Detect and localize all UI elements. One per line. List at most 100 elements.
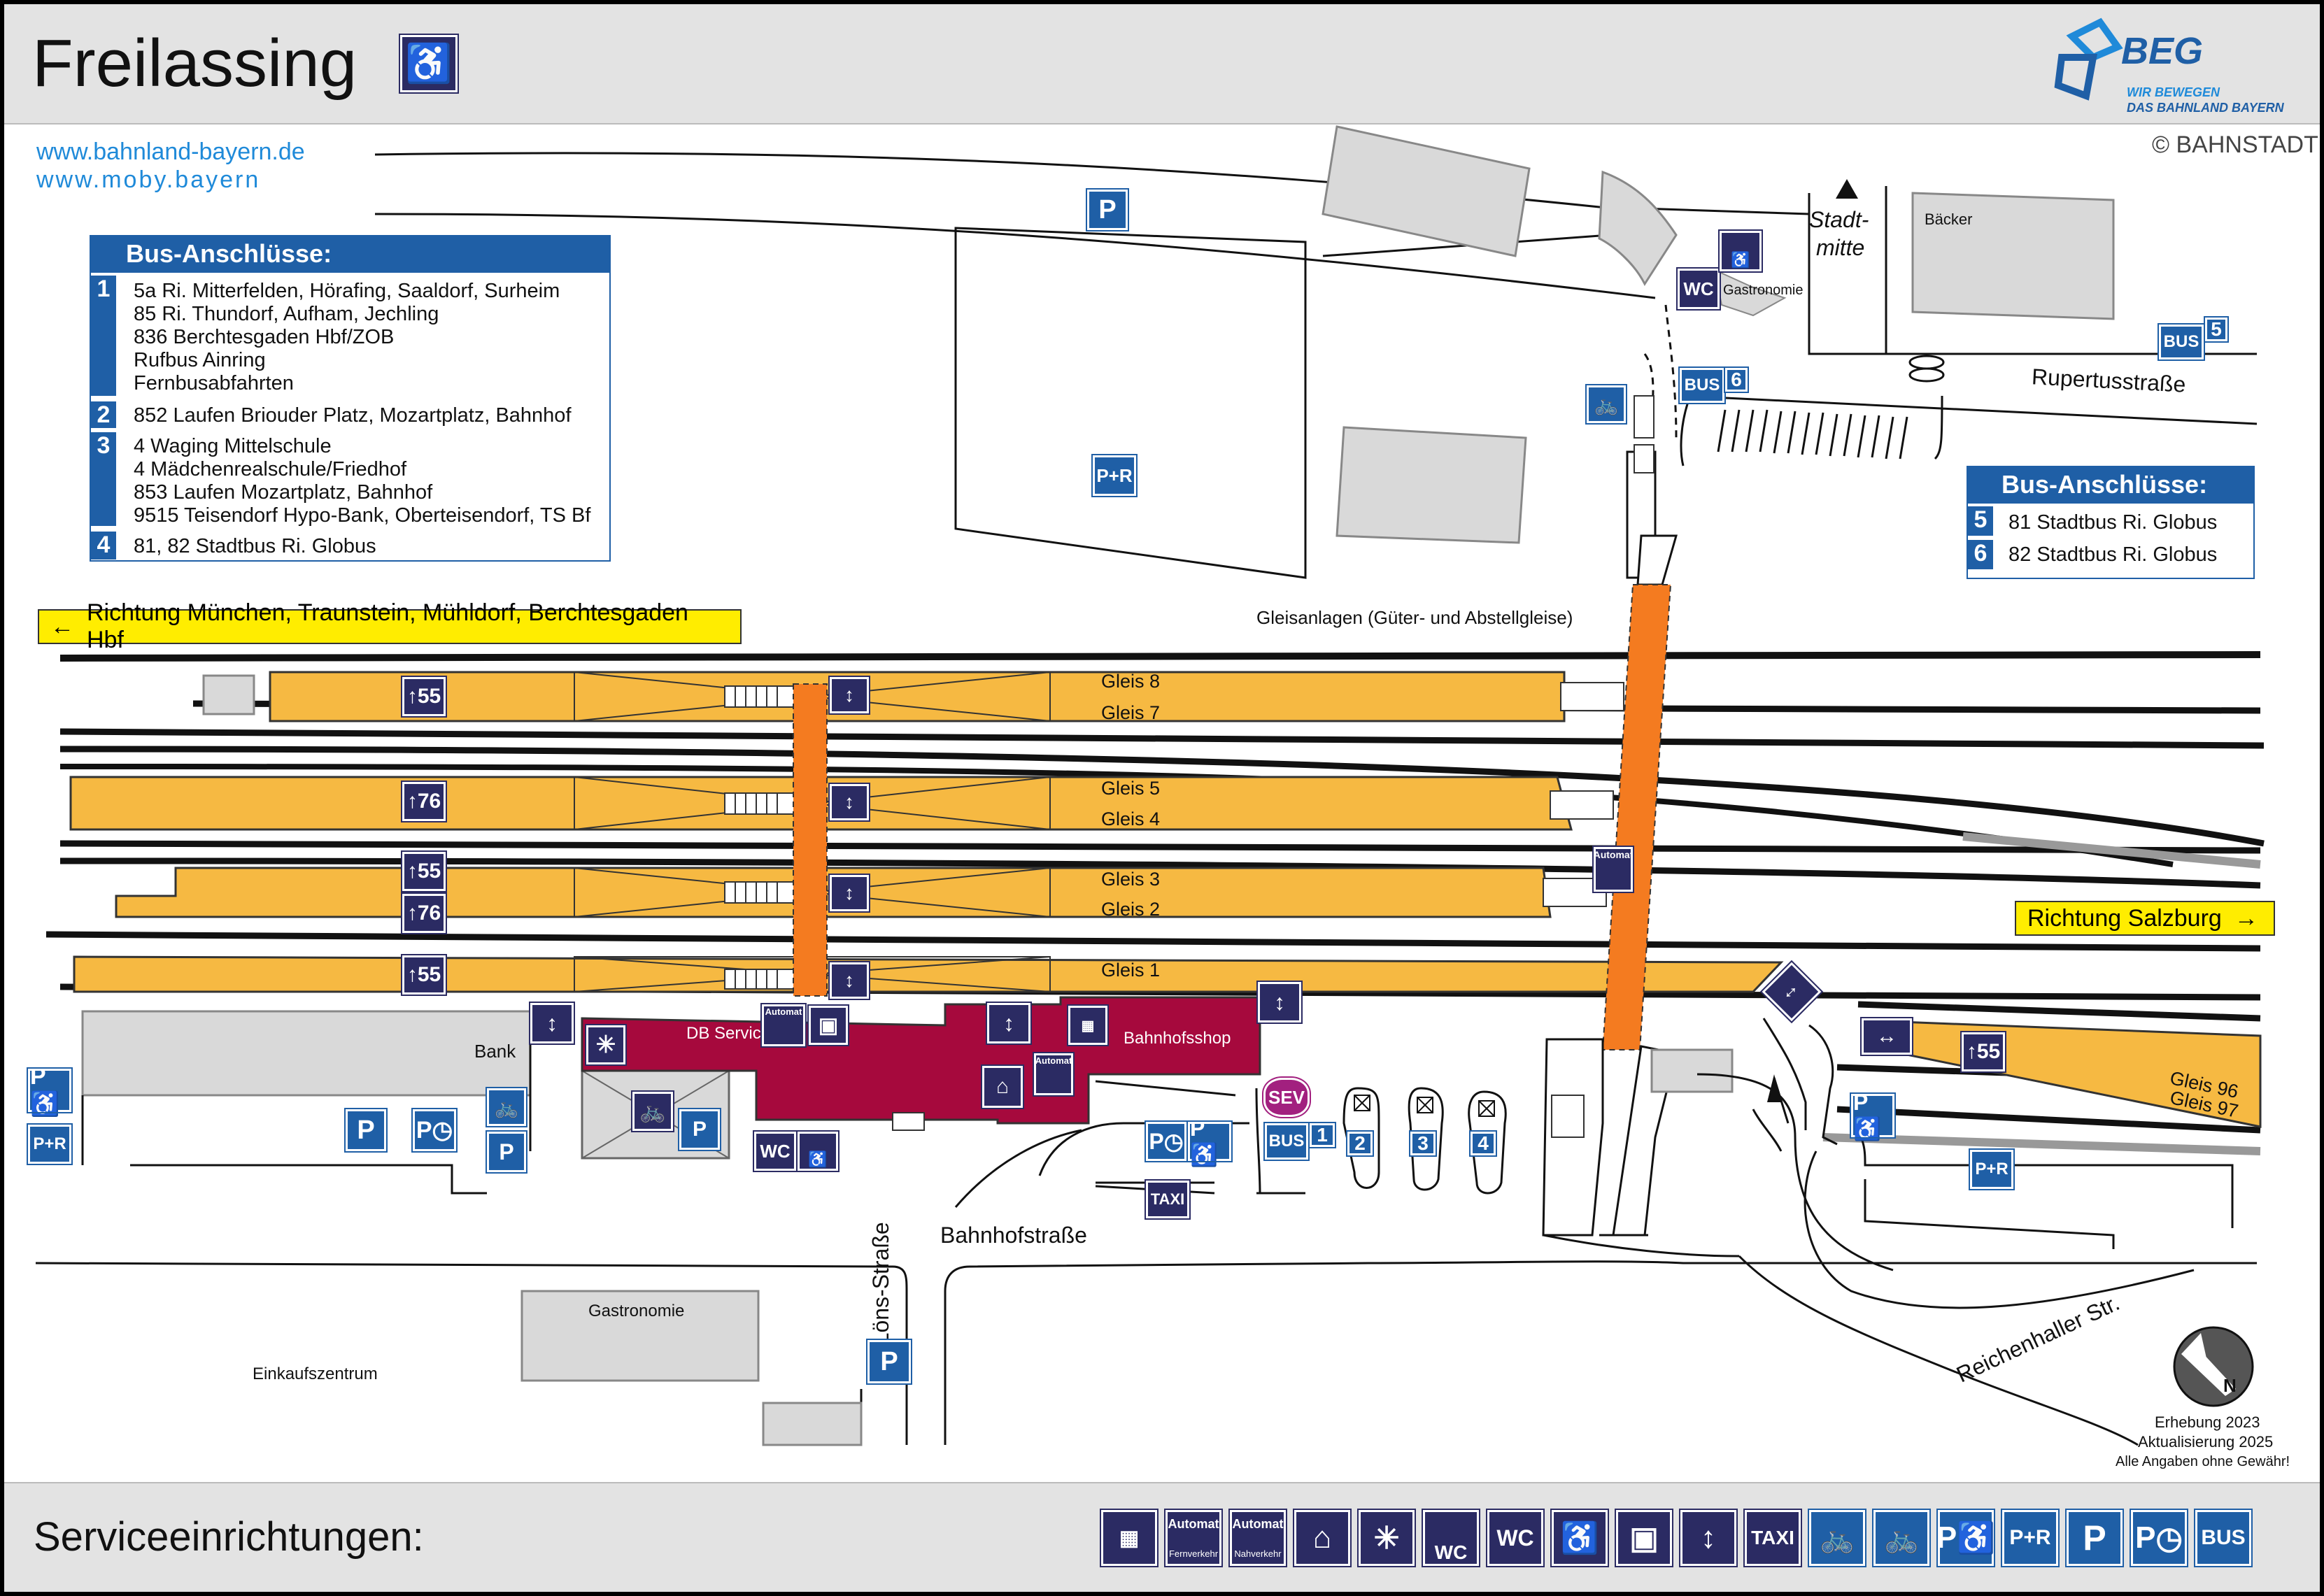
bus-stop-number: 3	[1409, 1130, 1437, 1157]
bus-stop-number-label: 5	[2211, 318, 2222, 340]
gastronomie-south-label: Gastronomie	[588, 1302, 685, 1320]
survey-line-1: Erhebung 2023	[2155, 1413, 2260, 1431]
survey-line-2: Aktualisierung 2025	[2138, 1433, 2274, 1451]
bike-parking-icon: 🚲	[1585, 384, 1627, 425]
street-bahnhofstrasse: Bahnhofstraße	[940, 1223, 1087, 1248]
accessible-wc-icon: WC	[1422, 1509, 1480, 1567]
parking-label: P	[357, 1115, 375, 1145]
bus-line-text: 853 Laufen Mozartplatz, Bahnhof	[134, 481, 433, 504]
bus-left-panel	[90, 271, 611, 562]
beg-logo-tagline-2: DAS BAHNLAND BAYERN	[2127, 101, 2284, 115]
bus-line-text: 9515 Teisendorf Hypo-Bank, Oberteisendor…	[134, 504, 591, 527]
short-term-parking-icon: P◷	[411, 1108, 458, 1153]
stairs-access-icon: ↕	[529, 1002, 575, 1045]
parking-icon: P	[1086, 188, 1129, 231]
disabled-parking-icon: P♿	[27, 1063, 73, 1118]
stadtmitte-label-1: Stadt-	[1809, 207, 1869, 232]
parking-icon: P	[866, 1339, 912, 1385]
direction-sign-east: Richtung Salzburg →	[2015, 901, 2275, 936]
bus-group-2-number: 2	[91, 401, 116, 428]
platform-height-icon: ↑76	[401, 892, 447, 934]
direction-west-label: Richtung München, Traunstein, Mühldorf, …	[87, 599, 688, 653]
bus-stop-number: 6	[1724, 366, 1749, 393]
ramp-icon: ↔	[1860, 1017, 1913, 1056]
park-and-ride-icon: P+R	[2001, 1509, 2060, 1567]
platform-height-icon: ↑55	[401, 850, 447, 892]
db-service-label: DB Service	[686, 1024, 771, 1043]
elevator-icon: ↕	[1256, 981, 1303, 1024]
park-and-ride-label: P+R	[33, 1134, 66, 1153]
park-and-ride-icon: P+R	[1091, 454, 1138, 497]
park-and-ride-icon: P+R	[1969, 1148, 2015, 1190]
disabled-parking-icon: P♿	[1850, 1090, 1896, 1141]
covered-bike-parking-icon: 🚲	[1808, 1509, 1866, 1567]
park-and-ride-label: P+R	[2009, 1526, 2051, 1549]
bus-right-panel	[1967, 502, 2255, 579]
bike-parking-icon: 🚲	[486, 1087, 527, 1127]
bus-line-text: Fernbusabfahrten	[134, 372, 294, 394]
bus-label: BUS	[2201, 1526, 2246, 1549]
bus-group-3-number: 3	[91, 432, 116, 526]
taxi-label: TAXI	[1150, 1190, 1185, 1208]
rail-yard-label: Gleisanlagen (Güter- und Abstellgleise)	[1256, 607, 1573, 628]
platform-height-icon: ↑55	[1960, 1031, 2006, 1073]
track-label: Gleis 8	[1101, 671, 1161, 692]
waiting-room-icon: ⌂	[981, 1064, 1024, 1109]
header-bar	[4, 4, 2320, 124]
parking-icon: P	[2065, 1509, 2124, 1567]
elevator-icon: ↕	[1679, 1509, 1738, 1567]
ticket-machine-icon: Automat	[760, 1003, 807, 1048]
stadtmitte-arrow-icon	[1836, 179, 1858, 199]
platform-height-icon: ↑55	[401, 954, 447, 996]
bus-line-text: Rufbus Ainring	[134, 349, 266, 371]
automat-label: Automat	[1232, 1517, 1284, 1531]
automat-sub-label: Fernverkehr	[1168, 1548, 1219, 1559]
platform-height-icon: ↑55	[401, 676, 447, 718]
bus-stop-sign: BUS	[1678, 366, 1726, 404]
baecker-label: Bäcker	[1925, 211, 1973, 228]
accessible-wc-icon: ♿	[1718, 229, 1763, 273]
ticket-machine-label: Automat	[1593, 849, 1634, 860]
bus-stop-sign: BUS	[1263, 1122, 1310, 1161]
sev-label: SEV	[1268, 1086, 1305, 1108]
elevator-icon: ↕	[986, 1002, 1032, 1045]
bus-group-1-number: 1	[91, 276, 116, 396]
footer-bar	[4, 1482, 2320, 1592]
park-and-ride-label: P+R	[1975, 1160, 2008, 1178]
compass-north-label: N	[2223, 1375, 2237, 1396]
parking-label: P	[1936, 1520, 1957, 1555]
police-icon: ✳	[585, 1024, 627, 1066]
platform-height-icon: ↑76	[401, 781, 447, 822]
track-label: Gleis 4	[1101, 808, 1161, 829]
ticket-machine-icon: ▦	[1100, 1509, 1159, 1567]
automat-sub-label: Nahverkehr	[1234, 1548, 1282, 1559]
platform-height-value: 55	[417, 860, 441, 883]
arrow-left-icon: ←	[50, 613, 74, 640]
bus-stop-number-label: 4	[1478, 1132, 1489, 1154]
bus-line-text: 852 Laufen Briouder Platz, Mozartplatz, …	[134, 404, 572, 427]
link-moby[interactable]: www.moby.bayern	[36, 166, 261, 193]
bus-stop-number-label: 6	[1731, 369, 1742, 390]
bus-line-text: 81, 82 Stadtbus Ri. Globus	[134, 535, 376, 557]
automat-label: Automat	[1168, 1517, 1219, 1531]
sev-icon: SEV	[1262, 1076, 1311, 1118]
bus-stop-sign: BUS	[2158, 323, 2205, 361]
bike-parking-icon: 🚲	[1872, 1509, 1931, 1567]
bike-parking-icon: P	[678, 1108, 721, 1151]
bus-sign-label: BUS	[1684, 376, 1720, 394]
bus-line-text: 85 Ri. Thundorf, Aufham, Jechling	[134, 303, 439, 325]
bus-line-text: 82 Stadtbus Ri. Globus	[2008, 543, 2218, 566]
covered-bike-parking-icon: 🚲	[631, 1090, 674, 1132]
link-bahnland[interactable]: www.bahnland-bayern.de	[36, 138, 305, 165]
bus-left-heading: Bus-Anschlüsse:	[90, 235, 611, 271]
bus-stop-number-label: 2	[1354, 1132, 1366, 1154]
ticket-machine-label: Automat	[765, 1006, 802, 1017]
parking-label: P	[2135, 1520, 2156, 1555]
lockers-icon: ▣	[807, 1004, 849, 1046]
short-term-parking-icon: P◷	[1145, 1120, 1188, 1162]
platform-height-value: 76	[417, 902, 441, 925]
bus-line-text: 836 Berchtesgaden Hbf/ZOB	[134, 326, 395, 348]
bus-stop-number-label: 1	[1317, 1124, 1328, 1146]
bus-stop-number: 4	[1469, 1130, 1497, 1157]
parking-icon: P	[344, 1108, 388, 1153]
